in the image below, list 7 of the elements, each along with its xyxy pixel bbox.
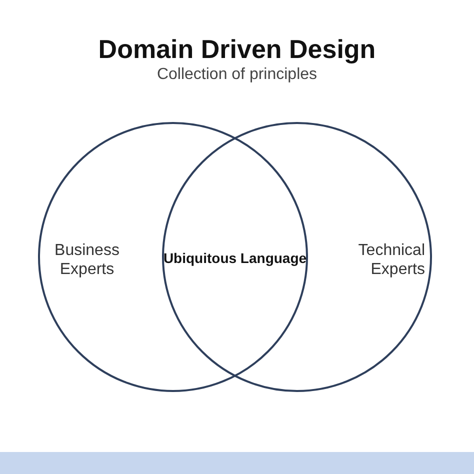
circle-label: Business Experts — [54, 241, 120, 279]
circle-label: Technical Experts — [357, 241, 425, 279]
venn-circle — [162, 122, 432, 392]
subtitle: Collection of principles — [156, 66, 318, 84]
overlap-label: Ubiquitous Language — [162, 250, 308, 266]
venn-circle — [38, 122, 308, 392]
title: Domain Driven Design — [97, 34, 377, 65]
